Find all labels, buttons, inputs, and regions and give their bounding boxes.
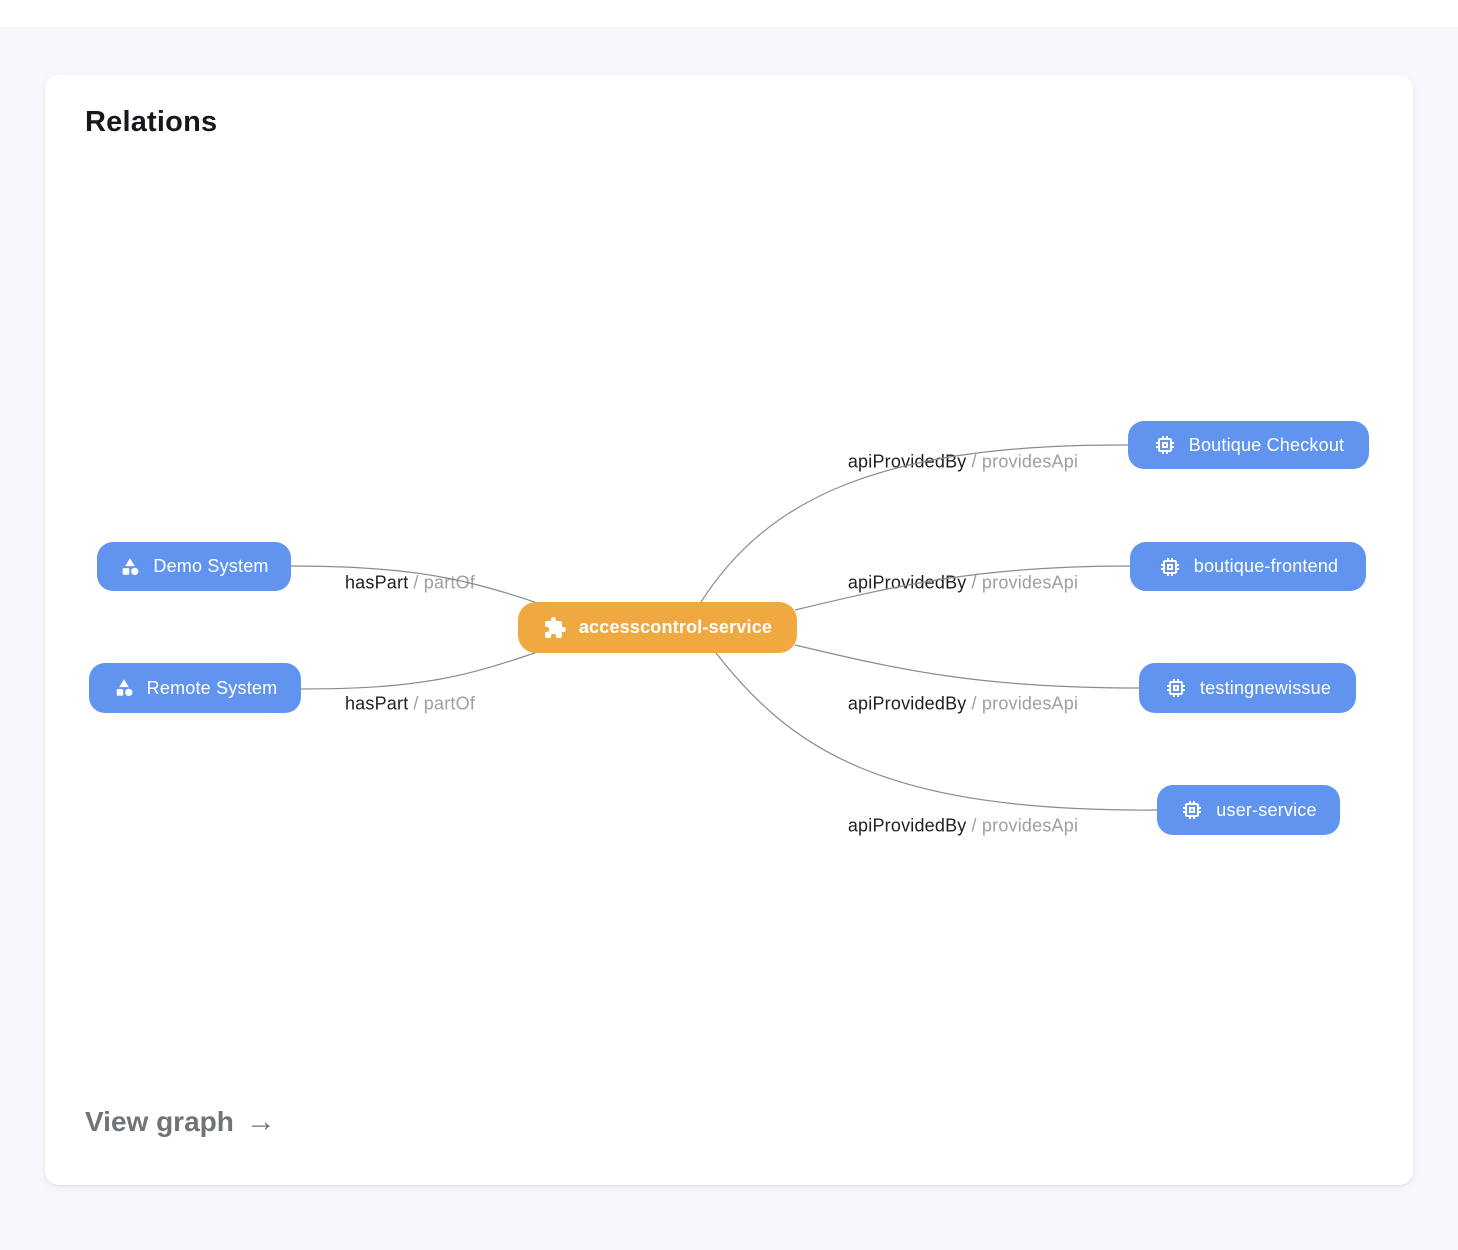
entity-node-demo-system[interactable]: Demo System (97, 542, 291, 591)
inverse-relation-type: / partOf (413, 572, 476, 593)
category-shapes-icon (116, 679, 133, 697)
entity-node-label: testingnewissue (1199, 677, 1332, 698)
inverse-relation-type: / providesApi (971, 572, 1079, 593)
entity-node-label: user-service (1216, 799, 1317, 820)
chip-icon (1160, 557, 1179, 576)
entity-node-remote-system[interactable]: Remote System (89, 663, 301, 713)
view-graph-link[interactable]: View graph → (85, 1106, 276, 1138)
entity-node-accesscontrol-service[interactable]: accesscontrol-service (518, 602, 797, 653)
inverse-relation-type: / providesApi (971, 815, 1079, 836)
entity-node-label: Boutique Checkout (1188, 434, 1345, 455)
edge-label-apiprovidedby-4: apiProvidedBy/ providesApi (848, 816, 1078, 837)
card-title: Relations (85, 106, 218, 138)
entity-node-label: Remote System (146, 677, 278, 698)
entity-node-label: Demo System (153, 556, 269, 576)
edge-label-haspart-demo: hasPart/ partOf (345, 573, 475, 594)
edge-label-apiprovidedby-2: apiProvidedBy/ providesApi (848, 573, 1078, 594)
relation-type: apiProvidedBy (847, 451, 967, 472)
entity-node-user-service[interactable]: user-service (1157, 785, 1340, 835)
relation-type: apiProvidedBy (847, 572, 967, 593)
chip-icon (1155, 436, 1174, 454)
relation-type: hasPart (344, 572, 409, 593)
edge-label-apiprovidedby-3: apiProvidedBy/ providesApi (848, 694, 1078, 715)
edge-label-apiprovidedby-1: apiProvidedBy/ providesApi (848, 452, 1078, 473)
edge-label-haspart-remote: hasPart/ partOf (345, 694, 475, 715)
entity-node-label: accesscontrol-service (578, 617, 773, 637)
entity-node-boutique-frontend[interactable]: boutique-frontend (1130, 542, 1366, 591)
relation-type: apiProvidedBy (847, 693, 967, 714)
chip-icon (1166, 679, 1185, 697)
puzzle-icon (544, 616, 566, 638)
view-graph-label: View graph (85, 1106, 234, 1137)
chip-icon (1183, 801, 1202, 819)
relation-type: hasPart (344, 693, 409, 714)
category-shapes-icon (123, 557, 139, 575)
inverse-relation-type: / partOf (413, 693, 476, 714)
inverse-relation-type: / providesApi (971, 451, 1079, 472)
arrow-right-icon: → (245, 1105, 276, 1138)
relation-type: apiProvidedBy (847, 815, 967, 836)
inverse-relation-type: / providesApi (971, 693, 1079, 714)
entity-node-label: boutique-frontend (1193, 556, 1339, 576)
entity-node-boutique-checkout[interactable]: Boutique Checkout (1128, 421, 1369, 469)
entity-node-testingnewissue[interactable]: testingnewissue (1139, 663, 1356, 713)
